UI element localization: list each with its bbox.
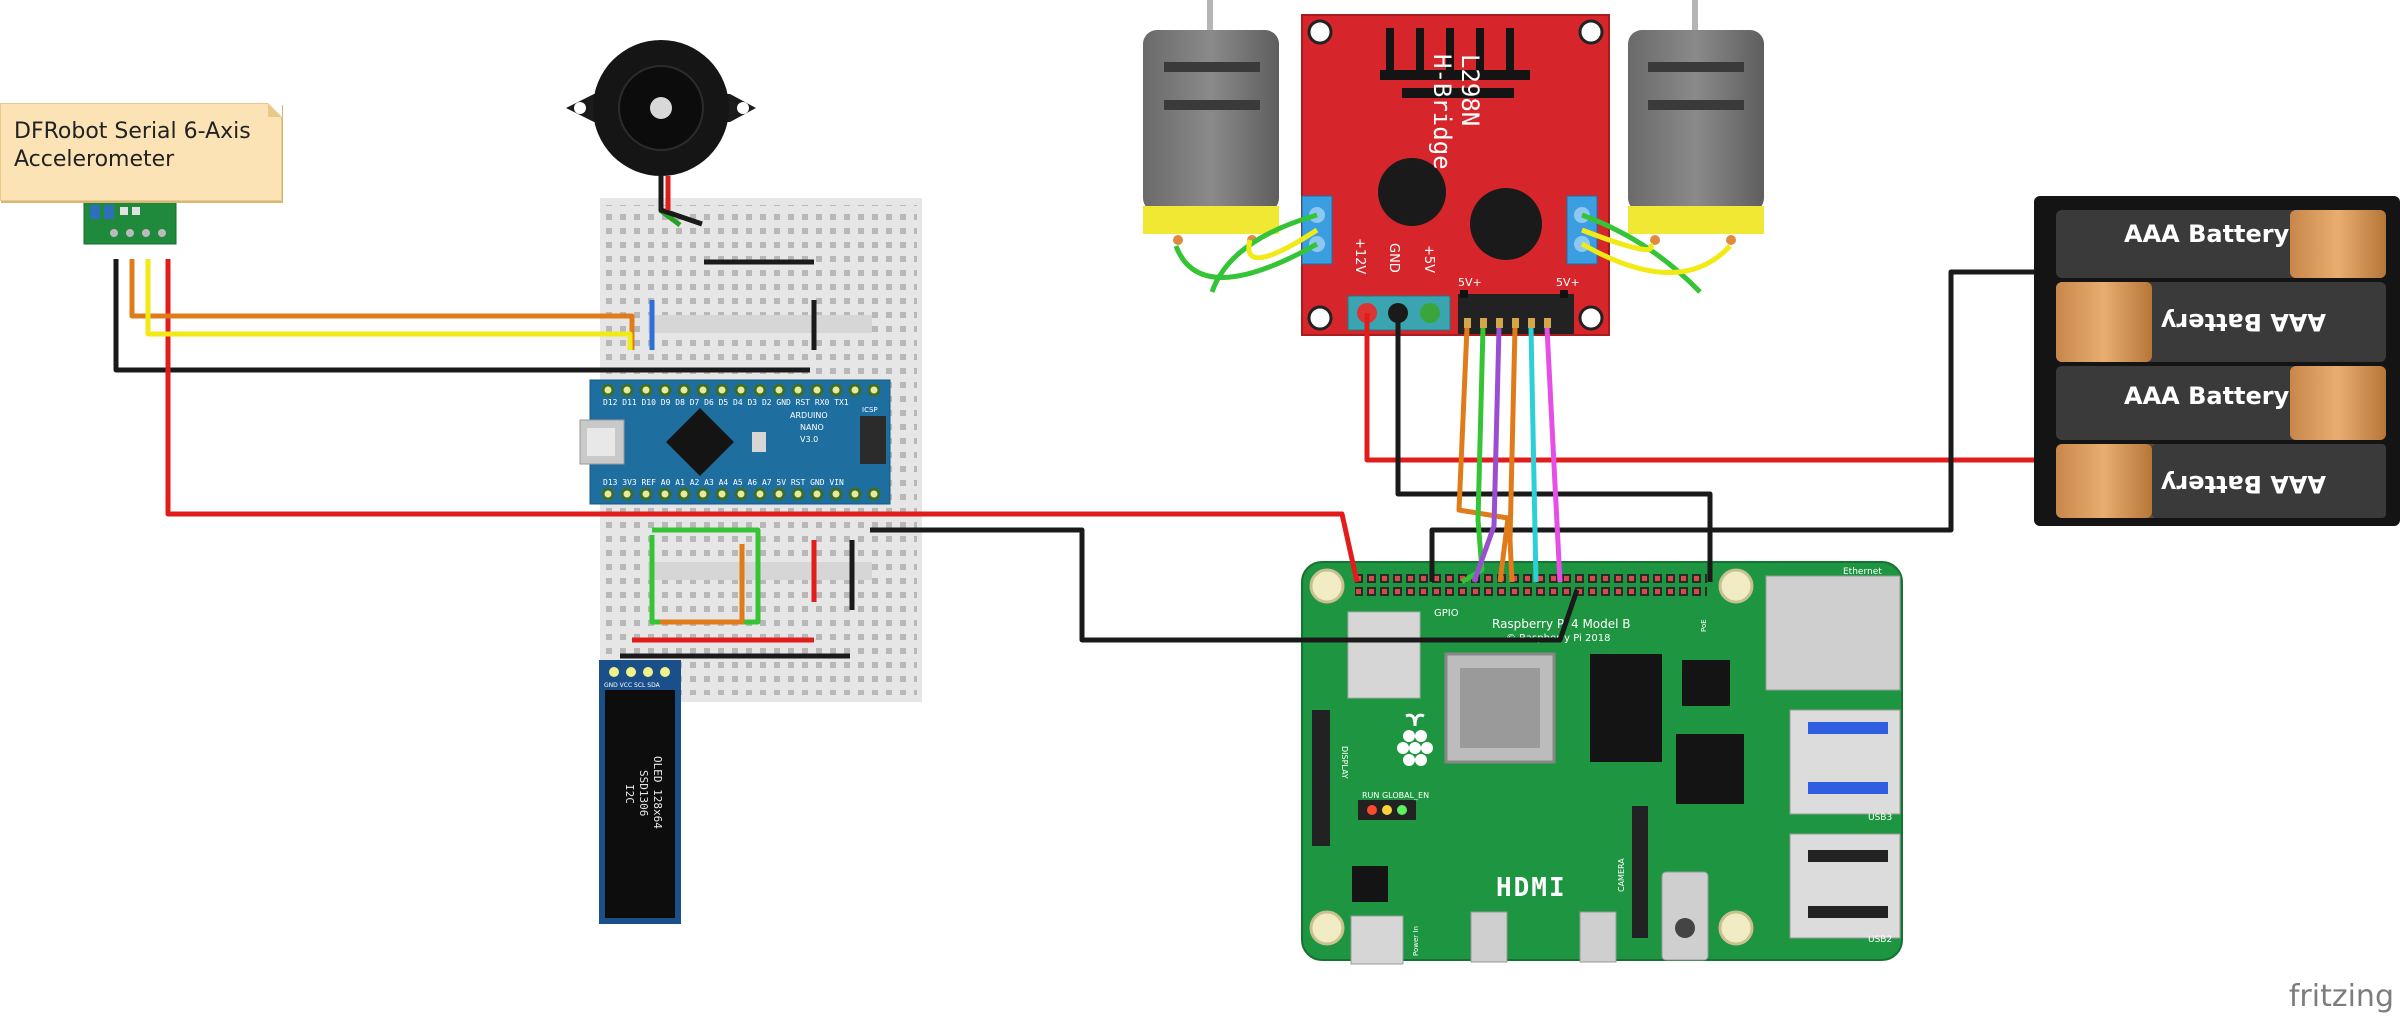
hbridge-type: H-Bridge [1428,54,1456,170]
pi-poe-label: PoE [1700,619,1708,632]
note-fold [268,103,282,117]
pi-model-label: Raspberry Pi 4 Model B [1492,617,1631,631]
note-line-1: DFRobot Serial 6-Axis [14,119,251,144]
pi-gpio-label: GPIO [1434,608,1459,619]
hbridge-enb-label: 5V+ [1556,276,1580,289]
pi-run-label: RUN GLOBAL_EN [1362,791,1429,800]
wire-nano-gnd [870,527,1580,643]
wire-in2 [1460,327,1486,585]
battery-2-label: AAA Battery [2160,308,2326,336]
fritzing-logo: fritzing [2288,979,2394,1014]
wire-in4 [1507,327,1518,583]
wire-enb [1544,327,1563,583]
oled-label-1: OLED 128x64 [651,756,664,829]
wire-motor-left-c [1246,227,1319,261]
wire-battery-plus [1364,313,2034,463]
oled-label-3: I2C [623,784,636,804]
battery-3-label: AAA Battery [2124,382,2290,410]
wire-motor-right-a [1581,212,1702,294]
l298n-h-bridge: L298N H-Bridge +12V GND +5V 5V+ 5V+ [1301,14,1610,336]
wire-accel-rx [145,259,633,350]
pi-camera-label: CAMERA [1617,858,1626,892]
wire-battery-minus [1429,269,2034,582]
oled-display: GND VCC SCL SDA OLED 128x64 SSD1306 I2C [599,660,681,924]
nano-brand: ARDUINO [790,411,828,420]
wire-in3 [1471,327,1502,583]
hbridge-5v-label: +5V [1421,245,1436,273]
pi-hdmi-label: HDMI [1496,873,1567,903]
hbridge-ena-label: 5V+ [1458,276,1482,289]
pi-ethernet-label: Ethernet [1843,567,1882,577]
wire-orange-jumper [660,544,745,625]
nano-bottom-pin-labels: D13 3V3 REF A0 A1 A2 A3 A4 A5 A6 A7 5V R… [603,478,844,487]
wire-motor-left-b [1173,241,1319,280]
arduino-nano: D12 D11 D10 D9 D8 D7 D6 D5 D4 D3 D2 GND … [579,379,891,505]
hbridge-model: L298N [1456,54,1484,126]
hbridge-12v-label: +12V [1352,238,1367,274]
wire-in1 [1456,327,1511,583]
oled-label-2: SSD1306 [637,770,650,816]
battery-pack: AAA Battery AAA Battery AAA Battery AAA … [2034,196,2400,526]
accelerometer-note: DFRobot Serial 6-Axis Accelerometer [0,103,282,201]
pi-usb2-label: USB2 [1868,935,1892,945]
nano-model: NANO [800,423,824,432]
accelerometer-module [83,201,177,245]
wire-motor-right-b [1580,241,1732,275]
nano-top-pin-labels: D12 D11 D10 D9 D8 D7 D6 D5 D4 D3 D2 GND … [603,398,849,407]
battery-1-label: AAA Battery [2124,220,2290,248]
raspberry-pi-4: GPIO Raspberry Pi 4 Model B © Raspberry … [1301,561,1903,965]
pi-power-label: Power In [1412,926,1420,956]
wire-accel-vcc [165,259,1360,583]
piezo-buzzer [566,40,756,176]
pi-usb3-label: USB3 [1868,813,1892,823]
note-line-2: Accelerometer [14,147,175,172]
dc-motor-left [1143,0,1279,245]
wires [113,176,2034,659]
battery-4-label: AAA Battery [2160,470,2326,498]
wire-buzzer-black [658,176,703,227]
dc-motor-right [1628,0,1764,245]
wire-green-jumper [649,527,761,625]
nano-icsp-label: ICSP [862,406,878,414]
pi-display-label: DISPLAY [1340,746,1349,779]
wire-accel-gnd [113,259,810,373]
raspberry-logo-icon [1397,713,1433,766]
note-text: DFRobot Serial 6-Axis Accelerometer [14,118,251,174]
nano-version: V3.0 [800,435,818,444]
wire-ena [1528,327,1539,583]
wire-motor-right-c [1581,227,1654,252]
oled-pin-labels: GND VCC SCL SDA [604,682,661,689]
hbridge-gnd-label: GND [1386,243,1401,273]
